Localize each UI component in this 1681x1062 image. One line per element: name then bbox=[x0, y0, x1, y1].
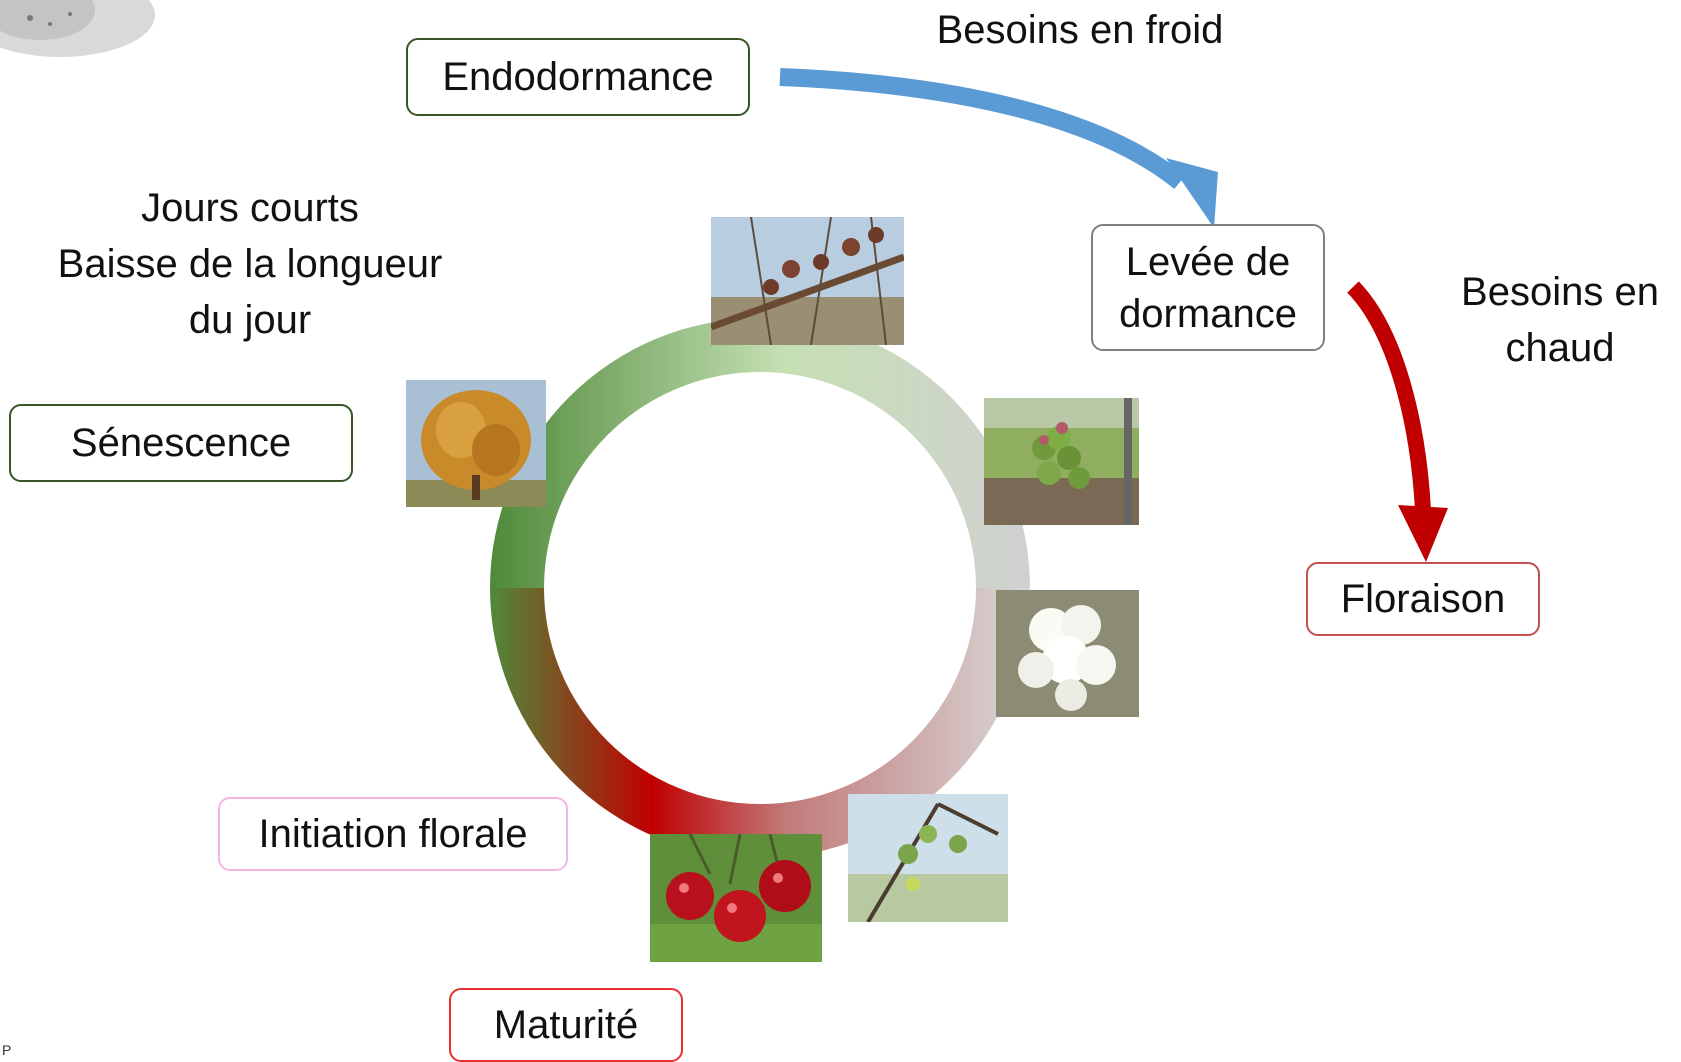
annotation-besoins-en-chaud: Besoins en chaud bbox=[1461, 270, 1659, 370]
annotation-jours-courts: Jours courts Baisse de la longueur du jo… bbox=[57, 186, 443, 342]
white-blossom-photo bbox=[996, 590, 1139, 717]
ring-upper-half bbox=[490, 318, 1030, 588]
stage-floraison: Floraison bbox=[1306, 562, 1540, 636]
dormant-buds-photo bbox=[711, 217, 904, 345]
annotation-besoins-en-froid: Besoins en froid bbox=[936, 8, 1224, 52]
green-buds-photo bbox=[984, 398, 1139, 525]
corner-mark: P bbox=[2, 1042, 12, 1058]
stage-senescence: Sénescence bbox=[9, 404, 353, 482]
ripe-cherries-photo bbox=[650, 834, 822, 962]
stage-maturite: Maturité bbox=[449, 988, 683, 1062]
fruit-set-photo bbox=[848, 794, 1008, 922]
cold-arrow bbox=[779, 68, 1186, 189]
cold-arrow-head bbox=[1166, 158, 1218, 228]
stage-levee-de-dormance: Levée de dormance bbox=[1091, 224, 1325, 351]
autumn-tree-photo bbox=[406, 380, 546, 507]
warm-arrow-head bbox=[1398, 505, 1448, 562]
blossom-decoration-icon bbox=[0, 0, 155, 57]
ring-lower-half bbox=[490, 588, 1030, 858]
warm-arrow bbox=[1347, 281, 1431, 511]
stage-initiation-florale: Initiation florale bbox=[218, 797, 568, 871]
stage-endodormance: Endodormance bbox=[406, 38, 750, 116]
